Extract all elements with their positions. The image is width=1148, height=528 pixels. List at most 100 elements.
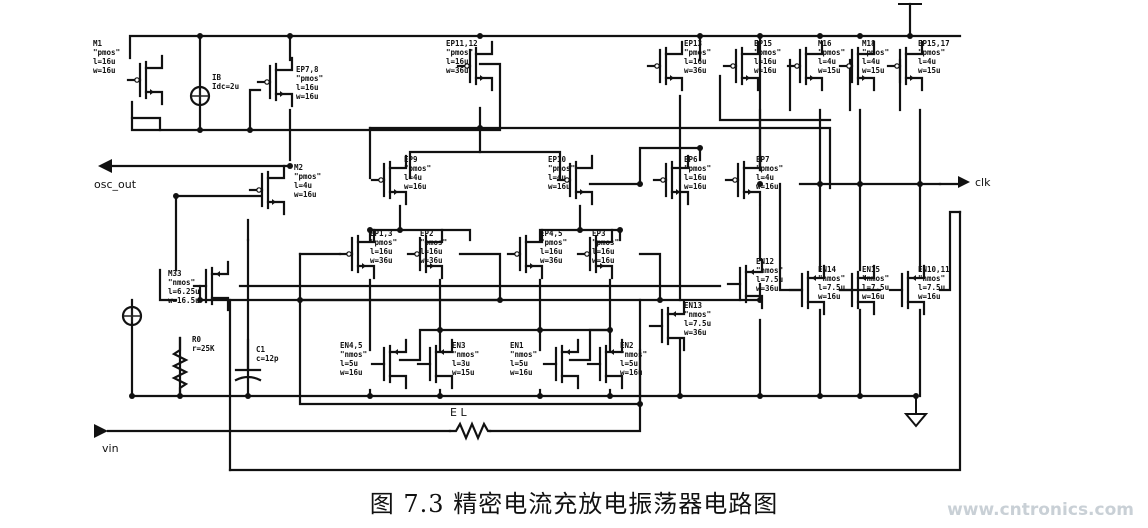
label-en12-line: w=36u [756,284,779,293]
clk-port-arrow [958,176,970,188]
drain [266,164,286,180]
label-ep45-line: "pmos" [540,238,567,247]
bubble [564,177,570,183]
label-m33-line: w=16.5u [168,296,200,305]
label-ep1112-line: w=36u [446,66,469,75]
mosfet-en1 [542,338,580,390]
junction-dot [577,227,583,233]
label-ep1517-line: EP15,17 [918,39,950,48]
arrow [430,263,434,269]
label-ep1112-line: EP11,12 [446,39,478,48]
junction-dot [367,227,373,233]
label-en2-line: EN2 [620,341,634,350]
junction-dot [497,297,503,303]
junction-dot [477,125,483,131]
wire [458,252,502,302]
label-ep15-line: "pmos" [754,48,781,57]
mosfet-ep2 [406,228,444,280]
bubble [654,63,660,69]
label-ep15-line: l=16u [754,57,777,66]
label-m1-line: l=16u [93,57,116,66]
label-ep13b-line: EP1,3 [370,229,393,238]
label-en3-line: w=15u [452,368,475,377]
label-ep7-line: w=16u [756,182,779,191]
figure-caption: 图 7.3 精密电流充放电振荡器电路图 [369,490,779,518]
mosfet-ep45 [506,228,544,280]
label-ep3b-line: EP3 [592,229,606,238]
label-ep10-line: w=16u [548,182,571,191]
source [356,264,376,280]
junction-dot [197,297,203,303]
junction-dot [857,33,863,39]
label-m1-line: "pmos" [93,48,120,57]
drain [856,40,876,56]
junction-dot [297,297,303,303]
junction-dot [537,327,543,333]
wire [368,126,832,190]
mosfet-m33 [192,260,230,312]
label-en13-line: EN13 [684,301,703,310]
label-ep13b-line: "pmos" [370,238,397,247]
label-ep7-line: l=4u [756,173,774,182]
wire [298,252,642,406]
label-en45-line: EN4,5 [340,341,363,350]
label-ep2-line: w=36u [420,256,443,265]
label-ep10-line: l=4u [548,173,566,182]
label-ep13b-line: l=16u [370,247,393,256]
mosfet-m18 [838,40,876,92]
junction-dot [817,33,823,39]
label-en45-line: w=16u [340,368,363,377]
label-en13-line: "nmos" [684,310,711,319]
label-m2-line: l=4u [294,181,312,190]
arrow [480,75,484,81]
label-ep2-line: "pmos" [420,238,447,247]
source [574,190,594,206]
label-ib-line: IB [212,73,222,82]
label-en12-line: EN12 [756,257,774,266]
source [804,76,824,92]
label-en1-line: l=5u [510,359,528,368]
label-en1011-line: "nmos" [918,274,945,283]
label-en2-line: l=5u [620,359,638,368]
label-en3-line: "nmos" [452,350,479,359]
drain [670,154,690,170]
junction-dot [907,33,913,39]
label-m2-line: "pmos" [294,172,321,181]
wire [158,268,178,302]
junction-dot [245,393,251,399]
label-ep10-line: EP10 [548,155,567,164]
junction-dot [857,181,863,187]
source [388,374,408,390]
source [744,294,764,310]
source [266,200,286,216]
label-en1011-line: w=16u [918,292,941,301]
wire [398,204,472,242]
wire [130,116,162,132]
label-en12-line: "nmos" [756,266,783,275]
label-ep45-line: l=16u [540,247,563,256]
label-ep78-line: EP7,8 [296,65,319,74]
wire [130,62,502,132]
mosfet-en13 [648,300,686,352]
wire [718,74,832,122]
ground-symbol [903,413,929,428]
junction-dot [287,163,293,169]
bubble [346,251,352,257]
arrow [862,275,866,281]
arrow [440,349,444,355]
source [144,90,164,106]
label-ep45-line: EP4,5 [540,229,563,238]
arrow [280,91,284,97]
arrow [912,275,916,281]
label-en14-line: l=7.5u [818,283,845,292]
clk-label: clk [975,176,991,189]
osc-out-label: osc_out [94,178,137,191]
source [740,76,760,92]
junction-dot [697,145,703,151]
